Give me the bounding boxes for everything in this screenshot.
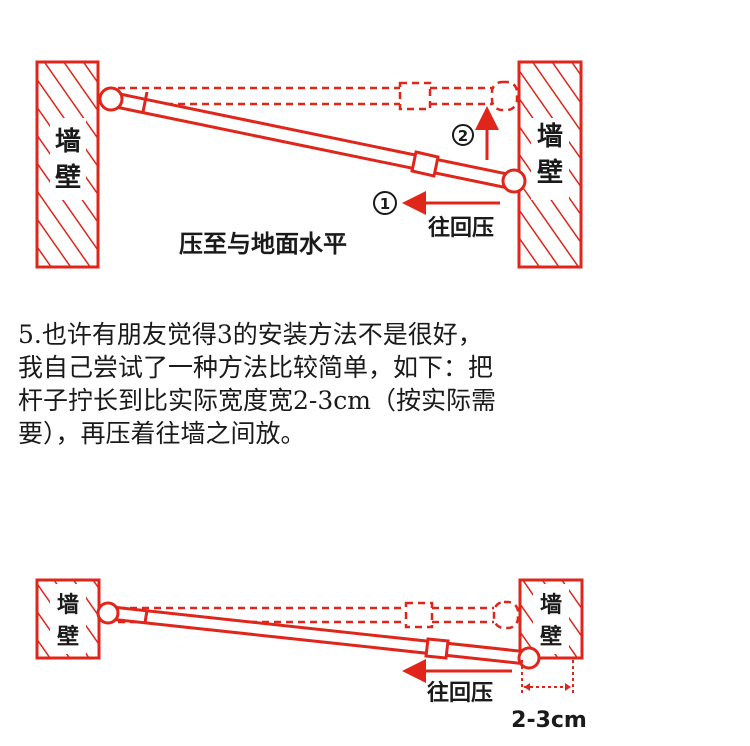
rod-end-cap-right [517, 646, 541, 670]
top-caption: 压至与地面水平 [179, 230, 347, 258]
right-wall: 墙 壁 [517, 60, 583, 269]
step2-indicator: 2 [452, 106, 499, 160]
step2-number: 2 [458, 127, 468, 145]
right-wall: 墙 壁 [518, 578, 584, 660]
push-back-label: 往回压 [428, 215, 494, 241]
step1-indicator: 1 [373, 191, 500, 215]
left-wall-label-1: 墙 [55, 127, 81, 157]
right-wall-label-2: 壁 [540, 624, 562, 650]
rod-end-cap-right [501, 168, 527, 194]
instruction-line: 要），再压着往墙之间放。 [18, 419, 306, 448]
left-wall-label-1: 墙 [57, 593, 79, 618]
gap-label: 2-3cm [511, 708, 587, 733]
rod-end-cap-left [98, 86, 124, 112]
instruction-line: 5.也许有朋友觉得3的安装方法不是很好， [18, 320, 483, 349]
right-wall-label-1: 墙 [540, 593, 562, 618]
rod-end-cap-left [96, 601, 120, 625]
instruction-text: 5.也许有朋友觉得3的安装方法不是很好， 我自己尝试了一种方法比较简单，如下：把… [18, 318, 738, 450]
instruction-line: 杆子拧长到比实际宽度宽2-3cm（按实际需 [18, 386, 496, 415]
left-wall-label-2: 壁 [55, 162, 81, 193]
push-back-label: 往回压 [427, 680, 493, 706]
tension-rod [98, 86, 527, 194]
left-wall: 墙 壁 [35, 578, 101, 660]
step1-number: 1 [380, 195, 390, 213]
right-wall-label-1: 墙 [537, 122, 563, 152]
gap-dimension [521, 660, 574, 694]
left-wall: 墙 壁 [35, 60, 100, 269]
top-diagram: 墙 壁 墙 壁 2 1 往回压 压至与地面水平 [35, 60, 583, 269]
instruction-line: 我自己尝试了一种方法比较简单，如下：把 [18, 353, 494, 382]
rod-target-position [118, 80, 519, 112]
left-wall-label-2: 壁 [57, 624, 79, 650]
right-wall-label-2: 壁 [537, 157, 563, 188]
tension-rod [96, 601, 541, 670]
bottom-diagram: 墙 壁 墙 壁 往回压 2-3cm [35, 578, 587, 733]
